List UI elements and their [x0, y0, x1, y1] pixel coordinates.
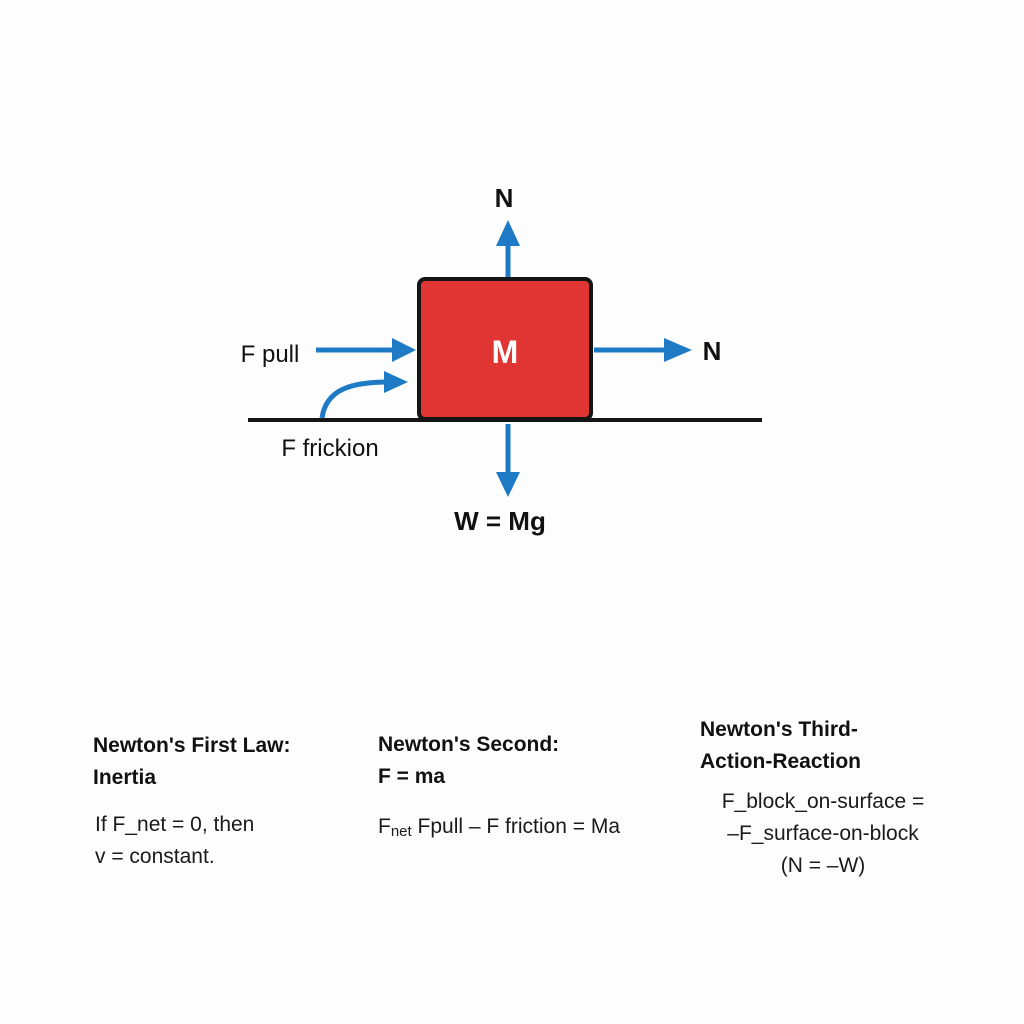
- right-force-label: N: [703, 336, 722, 366]
- weight-force-arrowhead: [496, 472, 520, 497]
- third-law-body: F_block_on-surface = –F_surface-on-block…: [700, 786, 946, 882]
- second-law-title-line2: F = ma: [378, 765, 446, 788]
- second-law-title: Newton's Second: F = ma: [378, 729, 559, 793]
- third-law-title-line1: Newton's Third-: [700, 718, 858, 741]
- third-law-title: Newton's Third- Action-Reaction: [700, 714, 861, 778]
- friction-force-arrowhead: [384, 371, 408, 393]
- first-law-title-line2: Inertia: [93, 766, 157, 789]
- friction-force-label: F frickion: [281, 435, 378, 462]
- normal-force-arrowhead: [496, 220, 520, 246]
- first-law-title: Newton's First Law: Inertia: [93, 730, 291, 794]
- second-law-body-prefix: F: [378, 815, 391, 838]
- first-law-body-line2: v = constant.: [95, 845, 215, 868]
- third-law-body-line1: F_block_on-surface =: [721, 790, 925, 813]
- pull-force-arrowhead: [392, 338, 416, 362]
- third-law-body-line2: –F_surface-on-block: [727, 822, 919, 845]
- right-force-arrowhead: [664, 338, 692, 362]
- pull-force-label: F pull: [241, 341, 300, 368]
- second-law-body-subscript: net: [390, 823, 412, 840]
- block-label: M: [492, 334, 519, 370]
- friction-force-arrow: [319, 379, 389, 419]
- first-law-title-line1: Newton's First Law:: [93, 734, 291, 757]
- first-law-body: If F_net = 0, then v = constant.: [95, 809, 254, 873]
- mass-block: [417, 277, 593, 421]
- second-law-body: Fnet Fpull – F friction = Ma: [378, 811, 620, 845]
- weight-force-label: W = Mg: [454, 506, 546, 536]
- second-law-title-line1: Newton's Second:: [378, 733, 560, 756]
- second-law-body-rest: Fpull – F friction = Ma: [411, 815, 621, 838]
- first-law-body-line1: If F_net = 0, then: [95, 813, 255, 836]
- third-law-body-line3: (N = –W): [780, 854, 866, 877]
- normal-force-label: N: [495, 183, 514, 213]
- third-law-title-line2: Action-Reaction: [700, 750, 862, 773]
